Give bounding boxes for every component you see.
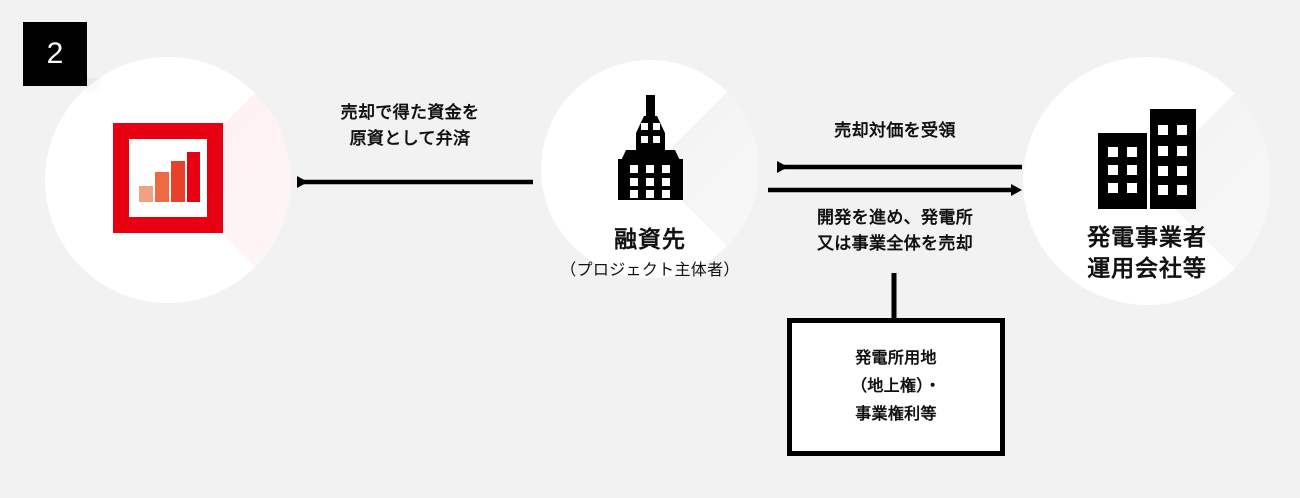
- node-right-title-line1: 発電事業者: [1087, 224, 1207, 250]
- asset-box-line3: 事業権利等: [855, 406, 937, 423]
- node-right-title-line2: 運用会社等: [1087, 255, 1207, 282]
- flow-label-development-line1: 開発を進め、発電所: [816, 208, 974, 227]
- asset-box-line1: 発電所用地: [855, 350, 937, 367]
- asset-box-line2: （地上権）・: [851, 378, 941, 395]
- flow-label-repayment-line2: 原資として弁済: [349, 129, 471, 149]
- step-badge-shadow: [87, 78, 101, 92]
- node-center-title: 融資先: [614, 226, 686, 252]
- flow-label-proceeds-line1: 売却対価を受領: [834, 121, 956, 140]
- office-tower-icon: [605, 95, 697, 200]
- step-badge-number: 2: [46, 37, 64, 70]
- node-center-caption: 融資先 （プロジェクト主体者）: [500, 224, 800, 283]
- node-center-borrower: [541, 60, 759, 278]
- flow-label-development-line2: 又は事業全体を売却: [816, 234, 974, 254]
- flow-label-proceeds: 売却対価を受領: [775, 118, 1015, 144]
- node-right-operator: [1023, 57, 1271, 305]
- asset-box: 発電所用地 （地上権）・ 事業権利等: [787, 318, 1005, 456]
- flow-label-repayment: 売却で得た資金を 原資として弁済: [285, 100, 535, 153]
- two-buildings-icon: [1096, 109, 1204, 209]
- node-left-funds: [45, 57, 291, 303]
- step-badge: 2: [23, 22, 87, 86]
- node-right-caption: 発電事業者 運用会社等: [997, 222, 1297, 284]
- chart-frame-icon: [113, 123, 223, 233]
- node-center-subtitle: （プロジェクト主体者）: [560, 262, 740, 280]
- asset-box-text: 発電所用地 （地上権）・ 事業権利等: [851, 345, 941, 429]
- flow-label-repayment-line1: 売却で得た資金を: [340, 103, 480, 122]
- flow-label-development: 開発を進め、発電所 又は事業全体を売却: [775, 205, 1015, 258]
